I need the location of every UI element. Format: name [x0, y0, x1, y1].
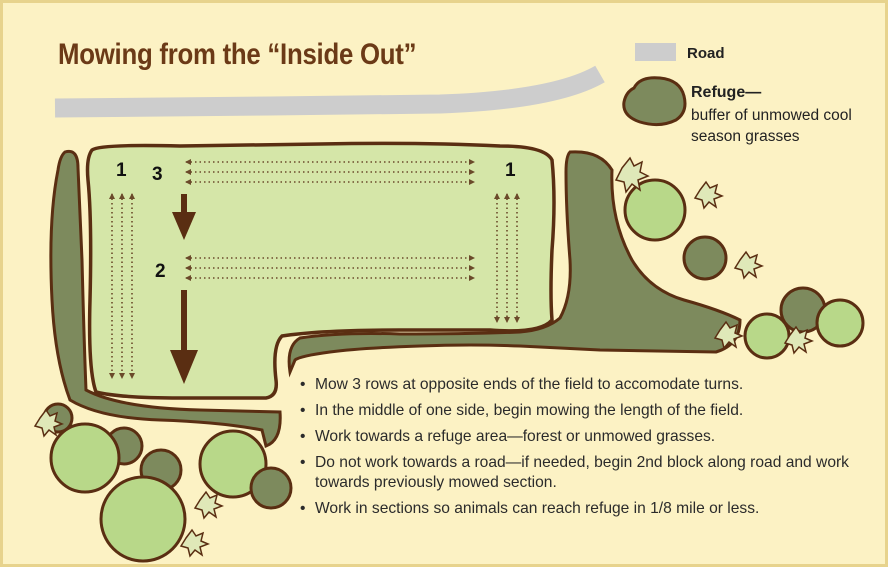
- leaf: [735, 252, 762, 278]
- shrub: [51, 424, 119, 492]
- row-label-second: 2: [155, 261, 166, 283]
- shrub: [251, 468, 291, 508]
- row-label-left-first: 1: [116, 160, 127, 182]
- leaf: [181, 530, 208, 556]
- instruction-item: Work towards a refuge area—forest or unm…: [300, 427, 880, 447]
- leaf: [195, 492, 222, 518]
- row-label-third: 3: [152, 164, 163, 186]
- instruction-item: Mow 3 rows at opposite ends of the field…: [300, 375, 880, 395]
- shrub: [745, 314, 789, 358]
- road: [55, 74, 600, 108]
- shrub: [817, 300, 863, 346]
- legend-refuge-swatch: [624, 78, 685, 125]
- row-label-right-first: 1: [505, 160, 516, 182]
- instruction-item: Work in sections so animals can reach re…: [300, 499, 880, 519]
- arrow-down-upper-shaft: [181, 194, 187, 214]
- shrub: [625, 180, 685, 240]
- instruction-list: Mow 3 rows at opposite ends of the field…: [300, 375, 880, 525]
- shrub: [684, 237, 726, 279]
- instruction-item: In the middle of one side, begin mowing …: [300, 401, 880, 421]
- legend-road-label: Road: [687, 45, 725, 62]
- instruction-item: Do not work towards a road—if needed, be…: [300, 453, 880, 493]
- shrub: [101, 477, 185, 561]
- arrow-down-lower-shaft: [181, 290, 187, 352]
- page-title: Mowing from the “Inside Out”: [58, 38, 416, 72]
- legend-refuge-label: Refuge—: [691, 84, 761, 102]
- legend-refuge-description: buffer of unmowed cool season grasses: [691, 105, 888, 147]
- leaf: [695, 182, 722, 208]
